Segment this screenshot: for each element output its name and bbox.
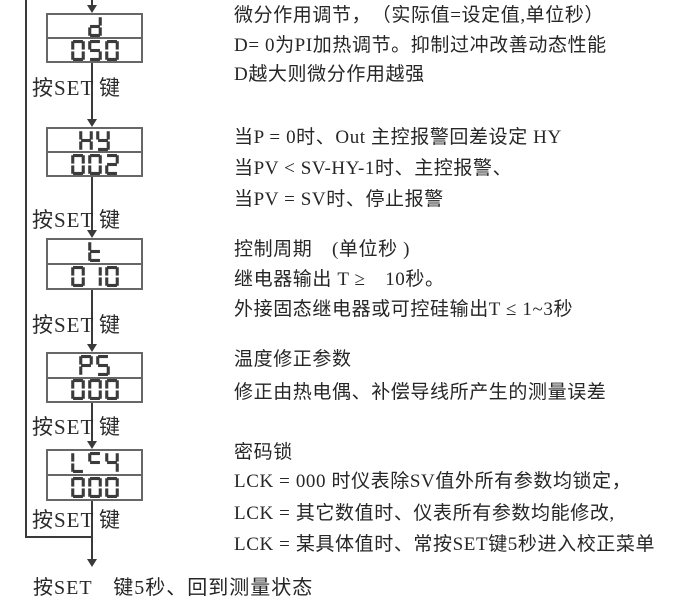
key-label: 键 bbox=[99, 208, 121, 232]
param-name-display bbox=[48, 354, 141, 377]
note-d-line2: D= 0为PI加热调节。抑制过冲改善动态性能 bbox=[234, 35, 607, 56]
param-name-display bbox=[48, 451, 141, 474]
note-t-line2: 继电器输出 T ≥ 10秒。 bbox=[234, 269, 445, 290]
note-lck-line1: 密码锁 bbox=[234, 442, 293, 463]
arrow-icon bbox=[87, 230, 97, 238]
param-name-display bbox=[48, 240, 141, 263]
flow-line-exit bbox=[91, 501, 93, 560]
display-box-d bbox=[46, 13, 143, 63]
arrow-icon bbox=[87, 559, 97, 567]
arrow-icon bbox=[87, 119, 97, 127]
press-set-label: 按SET bbox=[32, 76, 95, 100]
note-lck-line3: LCK = 其它数值时、仪表所有参数均能修改, bbox=[234, 503, 615, 524]
param-name-display bbox=[48, 129, 141, 151]
arrow-icon bbox=[87, 5, 97, 13]
key-label: 键 bbox=[99, 76, 121, 100]
key-label: 键 bbox=[99, 415, 121, 439]
return-to-measure-note: 按SET 键5秒、回到测量状态 bbox=[33, 577, 314, 599]
param-value-display bbox=[48, 474, 141, 499]
note-t-line1: 控制周期 (单位秒 ) bbox=[234, 239, 411, 260]
note-hy-line3: 当PV = SV时、停止报警 bbox=[234, 189, 444, 210]
flow-line-hy-t bbox=[91, 177, 93, 232]
flow-line-t-ps bbox=[91, 290, 93, 346]
press-set-label: 按SET bbox=[32, 508, 95, 532]
note-lck-line2: LCK = 000 时仪表除SV值外所有参数均锁定， bbox=[234, 471, 632, 492]
note-d-line3: D越大则微分作用越强 bbox=[234, 64, 425, 85]
display-box-hy bbox=[46, 127, 143, 177]
note-d-line1: 微分作用调节， （实际值=设定值,单位秒） bbox=[234, 5, 605, 26]
display-box-ps bbox=[46, 352, 143, 403]
loopback-connector bbox=[25, 536, 93, 538]
param-value-display bbox=[48, 263, 141, 288]
display-box-t bbox=[46, 238, 143, 290]
note-lck-line4: LCK = 某具体值时、常按SET键5秒进入校正菜单 bbox=[234, 534, 656, 555]
note-ps-line1: 温度修正参数 bbox=[234, 349, 352, 370]
param-name-display bbox=[48, 15, 141, 37]
key-label: 键 bbox=[99, 313, 121, 337]
key-label: 键 bbox=[99, 508, 121, 532]
flow-line-d-hy bbox=[91, 63, 93, 121]
note-ps-line2: 修正由热电偶、补偿导线所产生的测量误差 bbox=[234, 382, 607, 403]
display-box-lck bbox=[46, 449, 143, 501]
arrow-icon bbox=[87, 344, 97, 352]
note-hy-line1: 当P = 0时、Out 主控报警回差设定 HY bbox=[234, 127, 562, 148]
press-set-label: 按SET bbox=[32, 208, 95, 232]
note-t-line3: 外接固态继电器或可控硅输出T ≤ 1~3秒 bbox=[234, 299, 574, 320]
loopback-line bbox=[25, 0, 27, 538]
param-value-display bbox=[48, 376, 141, 402]
param-value-display bbox=[48, 37, 141, 61]
note-hy-line2: 当PV < SV-HY-1时、主控报警、 bbox=[234, 158, 513, 179]
arrow-icon bbox=[87, 441, 97, 449]
flow-line-into-d bbox=[91, 0, 93, 8]
flow-line-ps-lck bbox=[91, 403, 93, 443]
param-value-display bbox=[48, 151, 141, 175]
press-set-label: 按SET bbox=[32, 313, 95, 337]
press-set-label: 按SET bbox=[32, 415, 95, 439]
